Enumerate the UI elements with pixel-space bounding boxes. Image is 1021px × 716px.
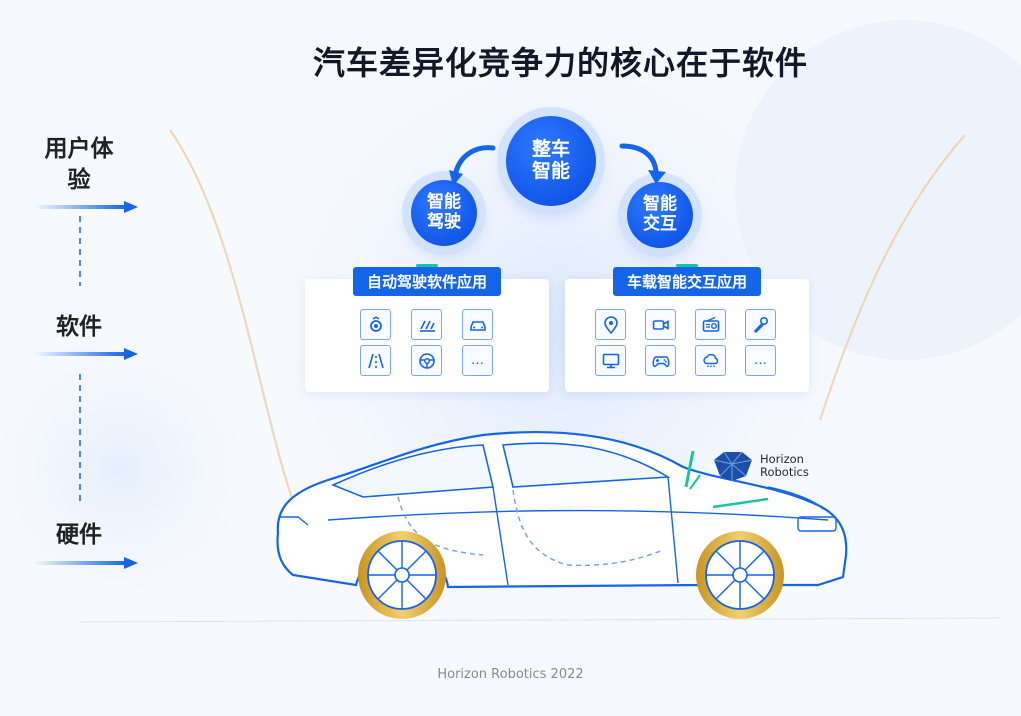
layer-label-software: 软件 bbox=[56, 314, 102, 340]
steering-wheel-icon bbox=[411, 345, 442, 376]
sensor-icon bbox=[360, 309, 391, 340]
monitor-icon bbox=[595, 345, 626, 376]
car-front-icon bbox=[462, 309, 493, 340]
bubble-vehicle-intelligence: 整车智能 bbox=[506, 116, 596, 206]
bubble-text: 整车 bbox=[531, 138, 570, 161]
more-glyph: … bbox=[471, 353, 484, 368]
more-glyph: … bbox=[754, 353, 767, 368]
brand-name-line1: Horizon bbox=[760, 452, 804, 466]
panel-title: 自动驾驶软件应用 bbox=[352, 267, 502, 296]
arrow-right-icon bbox=[34, 201, 138, 213]
bubble-text: 驾驶 bbox=[427, 212, 461, 232]
gamepad-icon bbox=[645, 345, 676, 376]
panel-title: 车载智能交互应用 bbox=[612, 267, 762, 296]
cloud-rain-icon bbox=[695, 345, 726, 376]
parking-icon bbox=[411, 309, 442, 340]
footer-text: Horizon Robotics 2022 bbox=[437, 667, 584, 682]
bubble-text: 智能 bbox=[427, 192, 461, 213]
curved-arrow-icon bbox=[449, 145, 496, 186]
driving-icon-grid: … bbox=[360, 309, 493, 376]
more-icon: … bbox=[745, 345, 776, 376]
dashed-connector bbox=[79, 216, 81, 501]
arrow-right-icon bbox=[34, 348, 138, 360]
panel-autonomous-driving: 自动驾驶软件应用 … bbox=[305, 267, 549, 392]
bubble-smart-interaction: 智能交互 bbox=[627, 182, 693, 248]
panel-smart-interaction: 车载智能交互应用 … bbox=[565, 267, 809, 392]
more-icon: … bbox=[462, 345, 493, 376]
car-wireframe-illustration bbox=[276, 431, 848, 619]
bubble-text: 交互 bbox=[643, 214, 677, 234]
horizon-robotics-logo-icon bbox=[713, 451, 753, 481]
arrow-right-icon bbox=[34, 557, 138, 569]
curved-arrow-icon bbox=[619, 143, 666, 184]
brand-logo: Horizon Robotics bbox=[712, 450, 809, 482]
lane-icon bbox=[360, 345, 391, 376]
bubble-smart-driving: 智能驾驶 bbox=[411, 180, 477, 246]
video-camera-icon bbox=[645, 309, 676, 340]
slide: 汽车差异化竞争力的核心在于软件 用户体验 软件 硬件 整车智能 智能驾驶 智能交… bbox=[0, 0, 1021, 691]
brand-name-line2: Robotics bbox=[760, 465, 809, 479]
radio-icon bbox=[695, 309, 726, 340]
page-title: 汽车差异化竞争力的核心在于软件 bbox=[312, 44, 808, 82]
interaction-icon-grid: … bbox=[595, 309, 776, 376]
microphone-icon bbox=[745, 309, 776, 340]
layer-label-hardware: 硬件 bbox=[56, 522, 102, 548]
bubble-text: 智能 bbox=[643, 194, 677, 215]
bubble-text: 智能 bbox=[531, 160, 570, 182]
map-pin-icon bbox=[595, 309, 626, 340]
layer-label-user-experience: 用户体验 bbox=[44, 136, 114, 193]
